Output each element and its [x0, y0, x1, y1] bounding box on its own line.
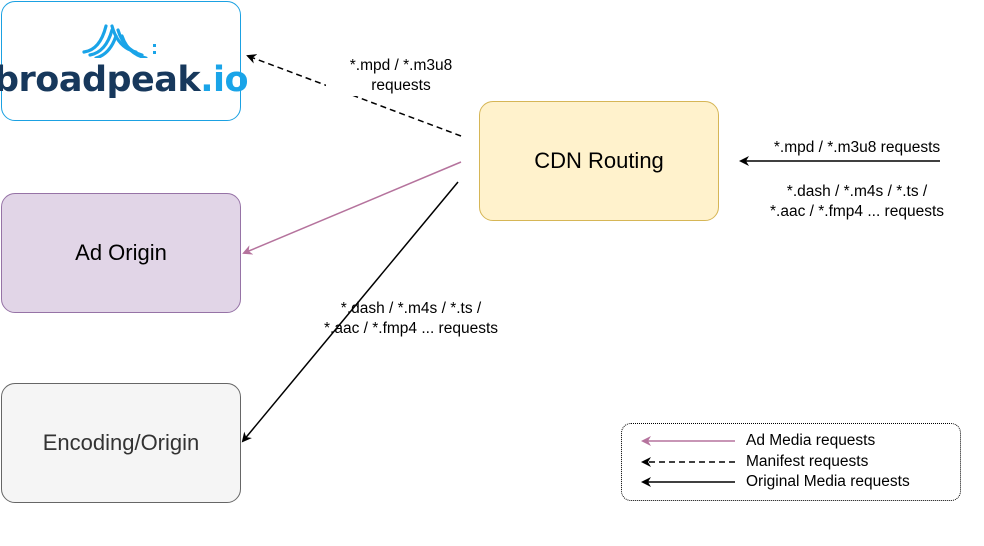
broadpeak-logo-box: broadpeak.io: [0, 1, 249, 121]
incoming-media-label-line2: *.aac / *.fmp4 ... requests: [769, 203, 945, 220]
incoming-manifest-label: *.mpd / *.m3u8 requests: [752, 138, 962, 158]
broadpeak-wordmark: broadpeak.io: [0, 60, 249, 100]
logo-brand-text: broadpeak: [0, 60, 201, 100]
legend-original-media-text: Original Media requests: [746, 473, 910, 490]
ad-origin-node: Ad Origin: [1, 193, 241, 313]
incoming-media-label: *.dash / *.m4s / *.ts / *.aac / *.fmp4 .…: [752, 182, 962, 222]
legend-manifest-text: Manifest requests: [746, 453, 869, 470]
legend-ad-media-text: Ad Media requests: [746, 432, 876, 449]
media-edge-label-line2: *.aac / *.fmp4 ... requests: [323, 320, 499, 337]
manifest-edge-label-line1: *.mpd / *.m3u8: [349, 57, 453, 74]
broadpeak-waves-icon: [82, 24, 156, 58]
ad-media-arrow-to-ad-origin: [242, 161, 462, 255]
ad-origin-label: Ad Origin: [75, 240, 167, 265]
encoding-origin-node: Encoding/Origin: [1, 383, 241, 503]
original-media-arrow-to-encoding: [241, 181, 459, 443]
media-edge-label-line1: *.dash / *.m4s / *.ts /: [340, 300, 482, 317]
incoming-media-label-line1: *.dash / *.m4s / *.ts /: [786, 183, 928, 200]
cdn-routing-label: CDN Routing: [534, 148, 664, 173]
media-edge-label: *.dash / *.m4s / *.ts / *.aac / *.fmp4 .…: [306, 299, 516, 339]
manifest-edge-label: *.mpd / *.m3u8 requests: [326, 56, 476, 96]
manifest-edge-label-line2: requests: [371, 77, 431, 94]
logo-tld-text: .io: [200, 60, 249, 100]
manifest-arrow-to-logo: [246, 54, 462, 137]
incoming-manifest-label-text: *.mpd / *.m3u8 requests: [773, 139, 941, 156]
encoding-origin-label: Encoding/Origin: [42, 430, 200, 455]
cdn-routing-node: CDN Routing: [479, 101, 719, 221]
legend-box: [621, 423, 961, 501]
